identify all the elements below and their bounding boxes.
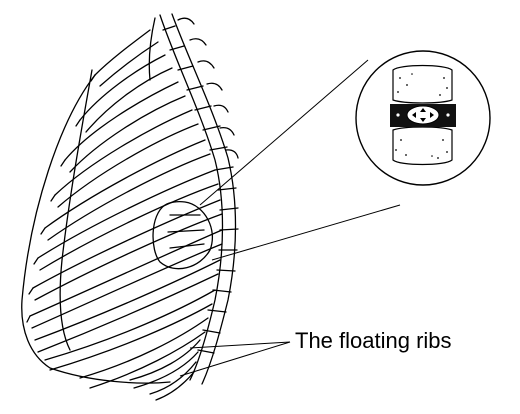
nucleus-arrows [412,108,434,122]
lower-vertebra [392,126,453,166]
upper-vertebra [392,64,453,104]
floating-rib-upper [129,339,201,381]
floating-rib-lower [149,361,197,395]
sternum [59,69,93,351]
label-pointer-lines [179,341,291,377]
highlighted-region [152,200,214,270]
bone-stippling [395,73,448,159]
floating-ribs-label: The floating ribs [295,328,452,353]
nucleus [406,105,440,125]
rib-cage-outline [21,17,171,384]
costal-cartilage [26,74,96,323]
ribs [29,29,223,401]
rib-cage [21,13,239,401]
zoom-leader-lines [199,59,401,261]
inset-magnified-view [355,50,491,186]
vertebral-column [159,13,239,385]
